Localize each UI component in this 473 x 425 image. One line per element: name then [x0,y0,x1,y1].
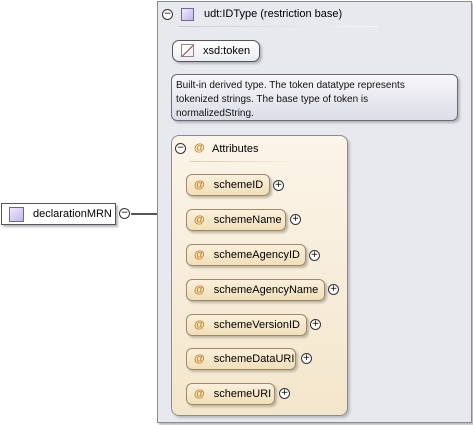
attribute-icon: @ [194,284,205,296]
attribute-icon: @ [194,249,205,261]
complex-type-icon [181,8,194,21]
documentation-line: normalizedString. [176,108,254,119]
attribute-box-schemeuri[interactable]: @ schemeURI [186,383,275,405]
attribute-icon: @ [194,319,205,331]
attribute-box-schemedatauri[interactable]: @ schemeDataURI [186,348,296,370]
expand-icon[interactable]: + [309,250,320,261]
attributes-separator [190,161,305,162]
attribute-label: schemeAgencyName [213,284,319,296]
attribute-box-schemeagencyid[interactable]: @ schemeAgencyID [186,244,306,266]
documentation-box: Built-in derived type. The token datatyp… [171,74,458,121]
attribute-label: schemeDataURI [213,353,295,365]
attribute-label: schemeName [213,214,282,226]
type-collapse-icon[interactable]: − [162,9,173,20]
expand-icon[interactable]: + [310,319,321,330]
element-type-icon [9,206,24,222]
attributes-collapse-icon[interactable]: − [175,143,186,154]
attribute-box-schemeid[interactable]: @ schemeID [186,174,270,196]
documentation-line: tokenized strings. The base type of toke… [176,94,369,105]
base-type-box[interactable] [172,40,260,62]
expand-icon[interactable]: + [273,180,284,191]
header-separator [178,26,378,27]
complex-type-title: udt:IDType (restriction base) [204,8,343,20]
attribute-icon: @ [194,388,205,400]
expand-icon[interactable]: + [328,284,339,295]
documentation-line: Built-in derived type. The token datatyp… [176,80,405,91]
attribute-label: schemeURI [213,388,272,400]
attribute-box-schemename[interactable]: @ schemeName [186,209,286,231]
root-element-box[interactable]: declarationMRN [1,203,116,225]
attribute-label: schemeAgencyID [213,249,300,261]
root-element-label: declarationMRN [33,208,112,220]
expand-icon[interactable]: + [290,214,301,225]
connector-line [131,213,158,215]
attribute-box-schemeagencyname[interactable]: @ schemeAgencyName [186,279,325,301]
attribute-label: schemeID [213,179,264,191]
base-type-label: xsd:token [203,45,251,57]
root-collapse-icon[interactable]: − [119,208,130,219]
expand-icon[interactable]: + [301,353,312,364]
attribute-label: schemeVersionID [213,319,300,331]
attribute-icon: @ [194,353,205,365]
attribute-box-schemeversionid[interactable]: @ schemeVersionID [186,314,307,336]
expand-icon[interactable]: + [279,388,290,399]
attribute-icon: @ [194,214,205,226]
attributes-header-label: Attributes [212,143,259,155]
attribute-icon: @ [194,179,205,191]
simple-type-icon [181,44,194,57]
attributes-header-icon: @ [194,142,205,154]
